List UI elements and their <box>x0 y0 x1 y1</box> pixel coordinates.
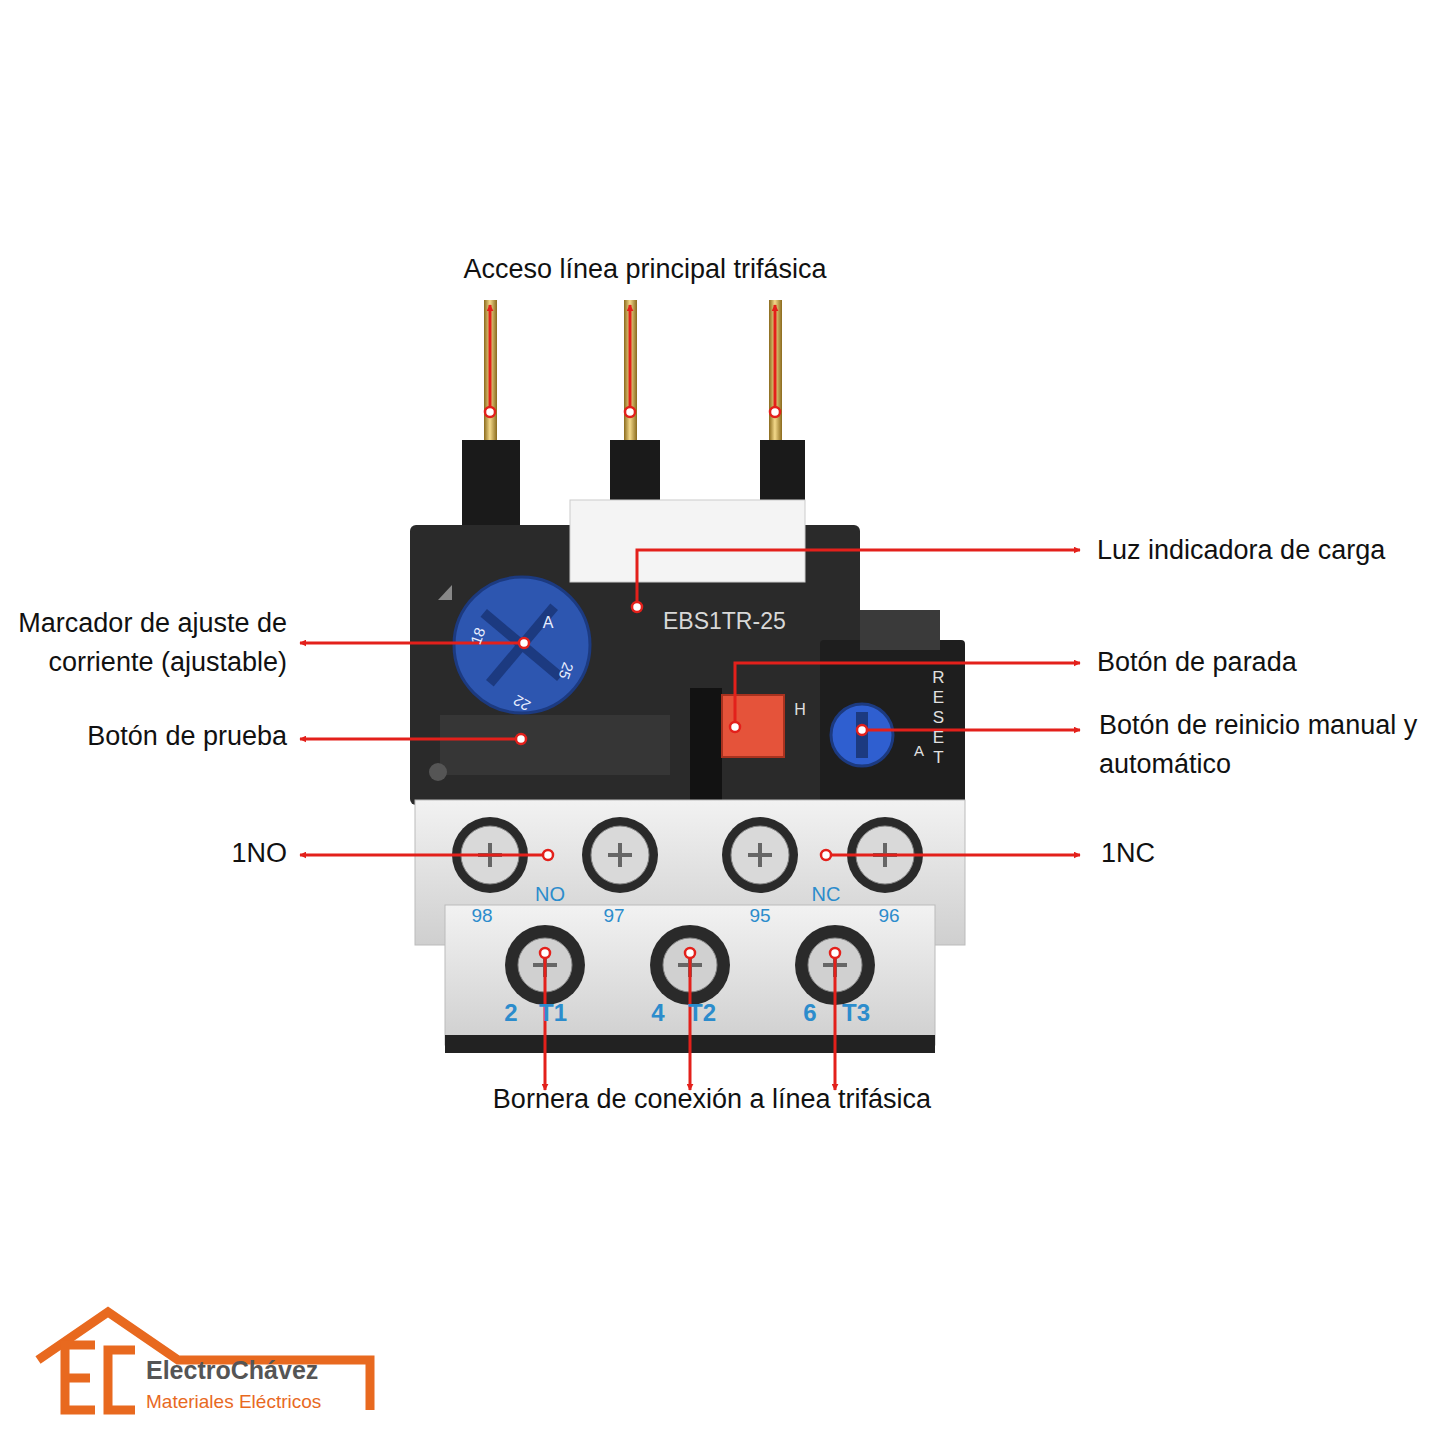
leader-dots-part <box>485 407 495 417</box>
callout-label: Botón de prueba <box>0 717 287 756</box>
reset-marking: RESET <box>917 668 947 768</box>
terminal-number: 4 <box>643 996 673 1031</box>
terminal-number: 6 <box>795 996 825 1031</box>
leader-dots-part <box>543 850 553 860</box>
terminal-name: T3 <box>836 996 876 1031</box>
callout-label: Marcador de ajuste de corriente (ajustab… <box>0 604 287 682</box>
logo-tagline: Materiales Eléctricos <box>146 1388 386 1416</box>
relay-body-part <box>429 763 447 781</box>
contact-marking: NO <box>525 880 575 909</box>
leader-lines-part <box>826 854 1080 857</box>
leader-dots-part <box>821 850 831 860</box>
leader-lines-part <box>774 305 777 412</box>
leader-lines-part <box>629 305 632 412</box>
leader-lines-part <box>862 729 1080 732</box>
callout-label: 1NO <box>167 834 287 873</box>
relay-body-part <box>438 585 452 600</box>
relay-body <box>410 500 965 805</box>
terminal-number: 98 <box>462 902 502 930</box>
relay-body-part <box>440 715 670 775</box>
leader-dots-part <box>685 948 695 958</box>
control-buttons-part <box>856 712 868 758</box>
leader-dots-part <box>632 602 642 612</box>
leader-dots-part <box>730 722 740 732</box>
logo-mark-part <box>108 1350 135 1410</box>
relay-body-part <box>860 610 940 650</box>
callout-label: 1NC <box>1101 834 1221 873</box>
callout-label: Bornera de conexión a línea trifásica <box>452 1080 972 1119</box>
callout-label: Botón de parada <box>1097 643 1397 682</box>
leader-lines-part <box>300 738 521 741</box>
leader-dots-part <box>519 638 529 648</box>
terminal-pins-part <box>484 300 497 450</box>
leader-dots-part <box>625 407 635 417</box>
leader-lines-part <box>834 953 837 1090</box>
callout-label: Acceso línea principal trifásica <box>415 250 875 289</box>
terminal-number: 96 <box>869 902 909 930</box>
leader-dots-part <box>770 407 780 417</box>
relay-body-part <box>820 640 965 805</box>
terminal-pins-part <box>769 300 782 450</box>
button-mark: H <box>785 698 815 721</box>
terminal-name: T2 <box>682 996 722 1031</box>
terminal-pins-part <box>462 440 520 535</box>
terminal-pins-part <box>624 300 637 450</box>
terminal-number: 95 <box>740 902 780 930</box>
logo-name: ElectroChávez <box>146 1352 386 1388</box>
dial-mark: A <box>533 611 563 634</box>
leader-lines-part <box>735 663 1080 727</box>
leader-lines-part <box>300 854 548 857</box>
current-dial-part <box>480 609 563 681</box>
leader-dots-part <box>516 734 526 744</box>
terminal-name: T1 <box>533 996 573 1031</box>
leader-dots-part <box>857 725 867 735</box>
callout-label: Luz indicadora de carga <box>1097 531 1427 570</box>
leader-dots <box>485 407 867 958</box>
terminal-number: 2 <box>496 996 526 1031</box>
terminal-number: 97 <box>594 902 634 930</box>
model-marking: EBS1TR-25 <box>663 605 833 638</box>
logo-mark-part <box>65 1345 95 1410</box>
contact-marking: NC <box>801 880 851 909</box>
relay-body-part <box>570 500 805 582</box>
control-buttons-part <box>722 695 784 757</box>
leader-lines <box>300 305 1080 1090</box>
leader-lines-part <box>489 305 492 412</box>
control-buttons-part <box>831 704 893 766</box>
leader-lines-part <box>637 550 1080 607</box>
leader-lines-part <box>300 642 524 645</box>
leader-dots-part <box>830 948 840 958</box>
leader-dots-part <box>540 948 550 958</box>
callout-label: Botón de reinicio manual y automático <box>1099 706 1445 784</box>
